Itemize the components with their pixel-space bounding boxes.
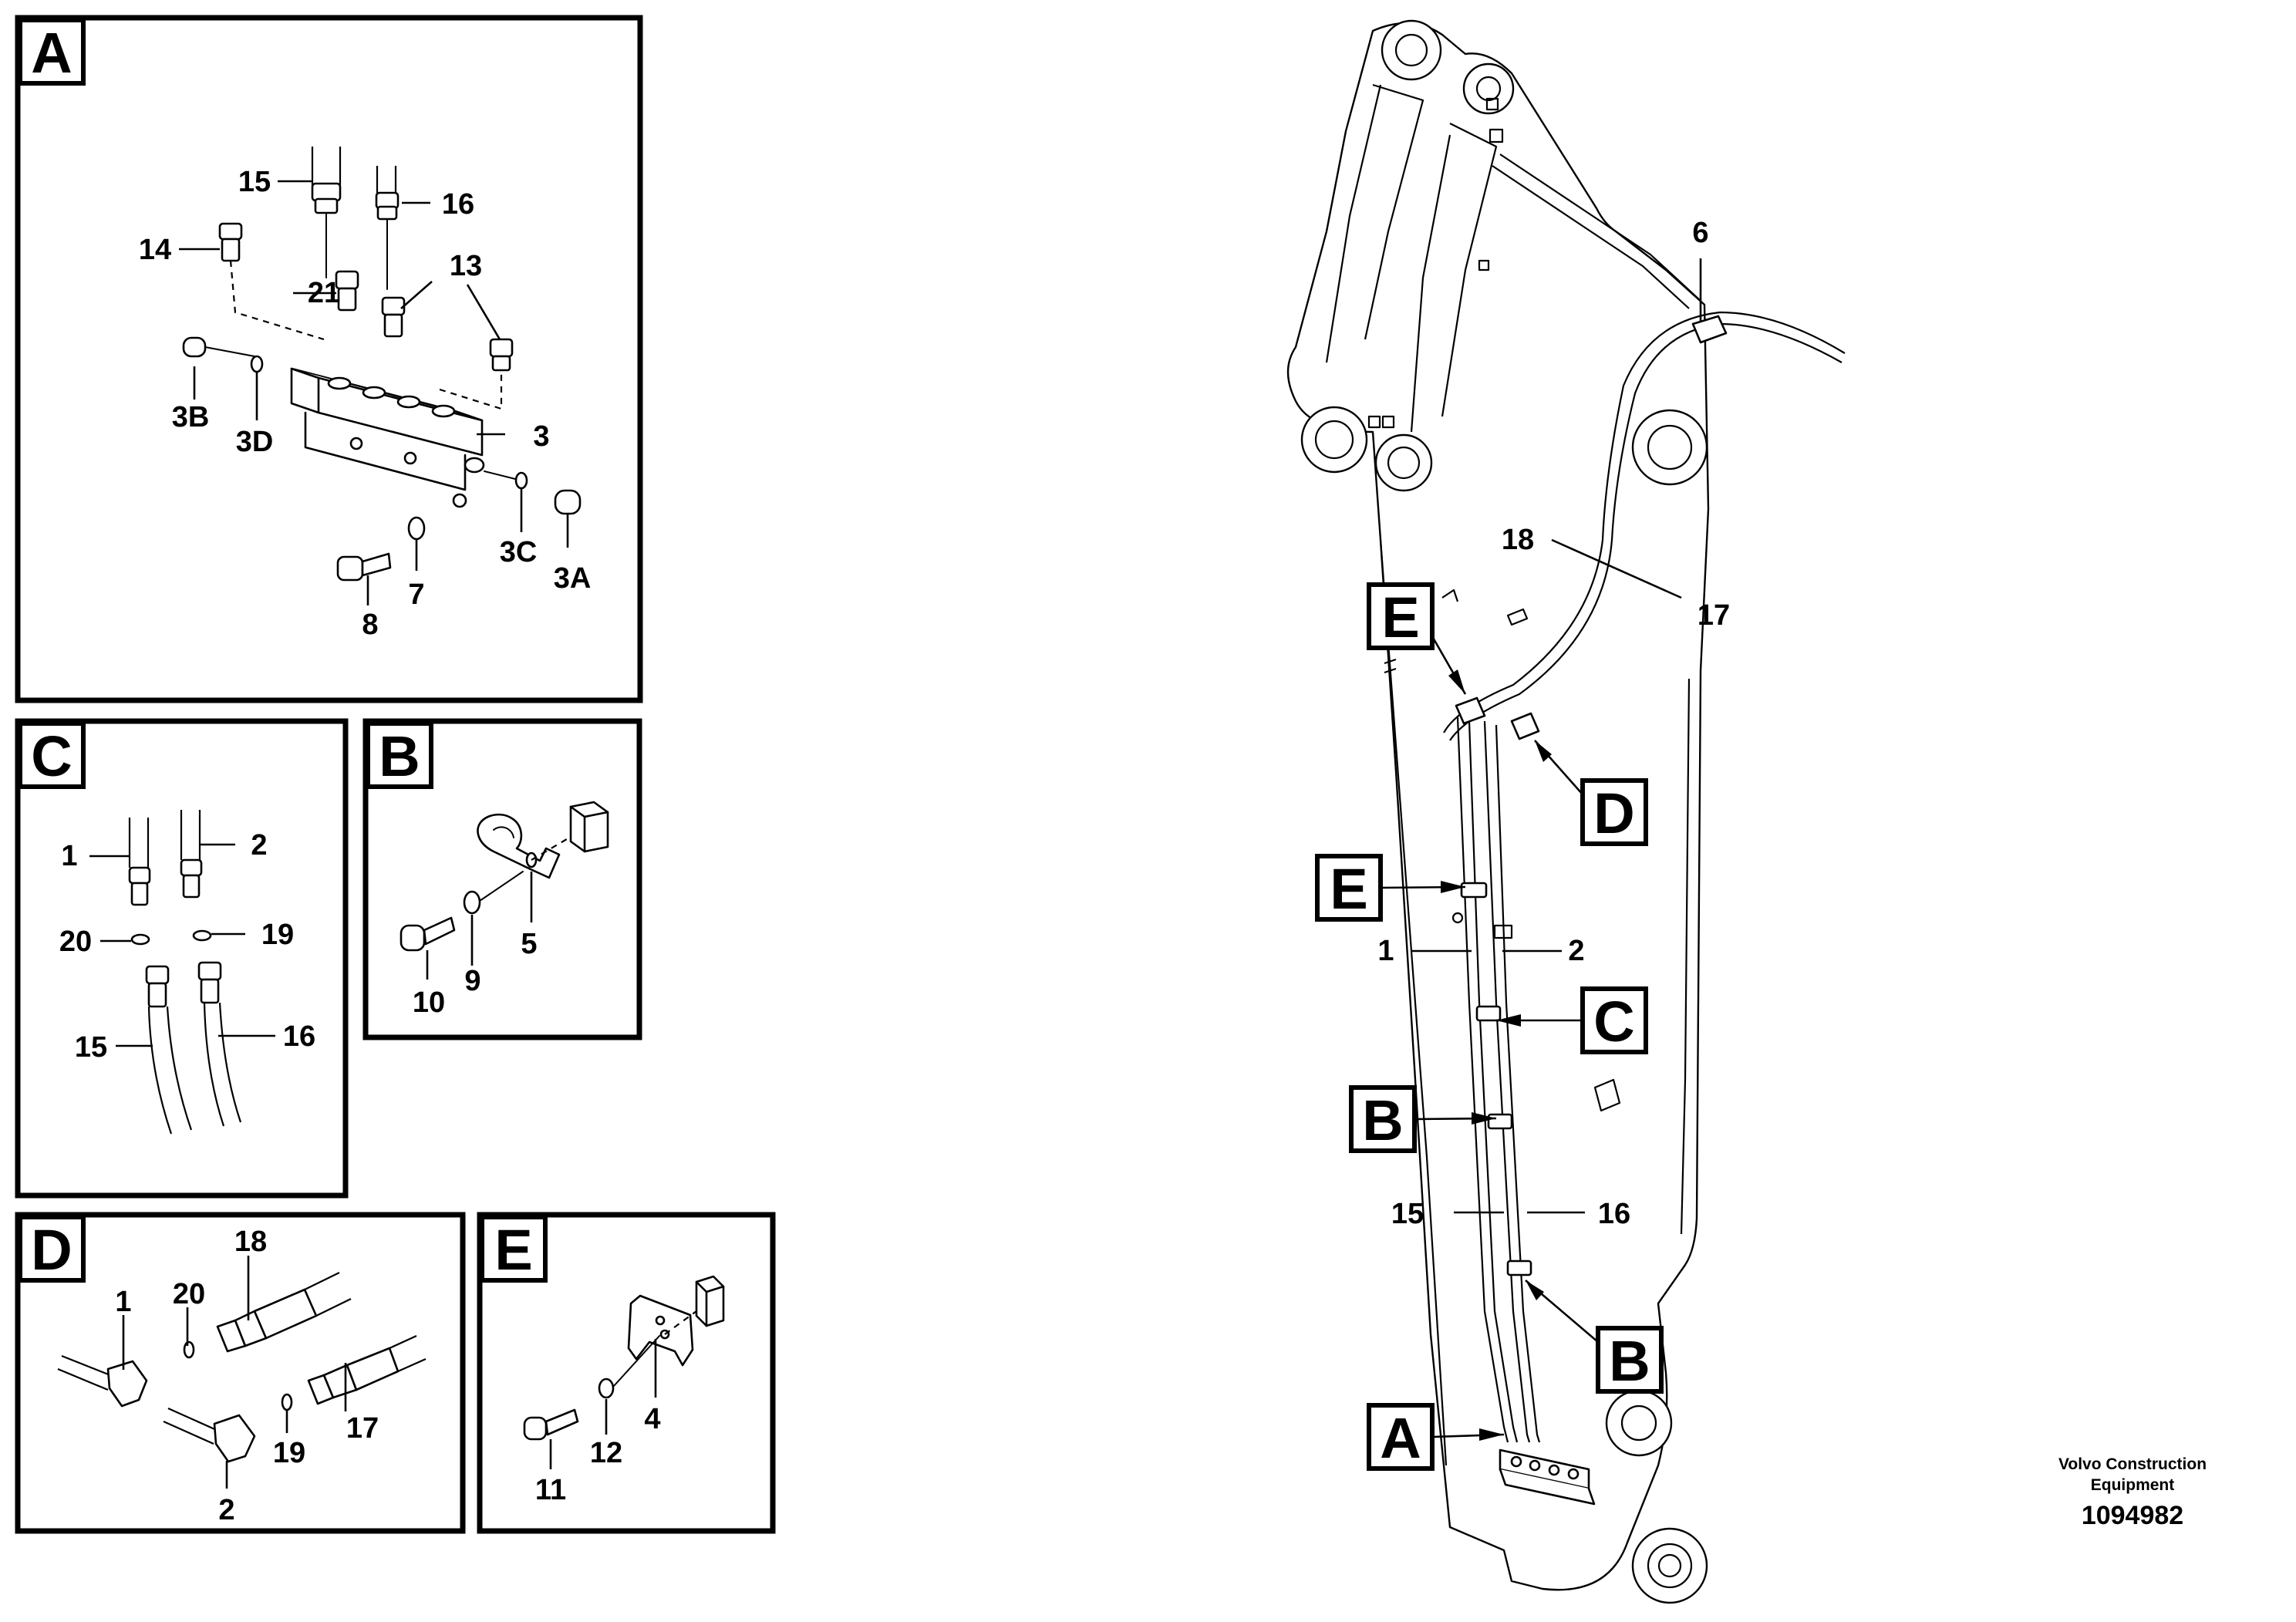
panel-c-letter: C (31, 724, 72, 788)
label-17: 17 (1698, 599, 1730, 632)
label-15: 15 (75, 1031, 107, 1064)
callout-c: C (1593, 990, 1634, 1054)
label-17: 17 (346, 1412, 379, 1445)
callout-a: A (1380, 1406, 1421, 1470)
label-6: 6 (1692, 217, 1708, 249)
label-1: 1 (115, 1286, 131, 1318)
label-16: 16 (1598, 1198, 1630, 1230)
label-15: 15 (238, 166, 271, 198)
label-14: 14 (139, 234, 171, 266)
label-4: 4 (644, 1403, 660, 1435)
label-9: 9 (464, 965, 480, 997)
panel-b-letter: B (379, 724, 420, 788)
label-20: 20 (59, 926, 92, 958)
label-19: 19 (261, 919, 294, 951)
label-13: 13 (450, 250, 482, 282)
panel-e: E 4 12 11 (477, 1212, 776, 1534)
label-16: 16 (283, 1020, 315, 1053)
callout-e-top: E (1381, 585, 1419, 649)
boom-view: E D E C B B A 6 18 17 (1286, 19, 1846, 1604)
label-12: 12 (590, 1437, 622, 1469)
callout-e-mid: E (1330, 857, 1367, 921)
panel-c: C 1 2 20 19 15 16 (15, 718, 349, 1199)
panel-d: D 1 20 18 17 19 2 (15, 1212, 466, 1534)
callout-b-mid: B (1362, 1088, 1403, 1152)
label-16: 16 (442, 188, 474, 221)
label-1: 1 (1377, 935, 1394, 967)
drawing-number: 1094982 (2082, 1501, 2183, 1530)
label-20: 20 (173, 1278, 205, 1310)
label-2: 2 (1568, 935, 1584, 967)
label-2: 2 (218, 1494, 234, 1526)
panel-d-letter: D (31, 1218, 72, 1282)
label-3c: 3C (500, 536, 538, 568)
label-3: 3 (533, 420, 549, 453)
label-2: 2 (251, 829, 267, 862)
callout-b-low: B (1609, 1329, 1650, 1393)
panel-e-letter: E (494, 1218, 532, 1282)
label-18: 18 (1502, 524, 1534, 556)
label-21: 21 (308, 277, 340, 309)
label-10: 10 (413, 986, 445, 1019)
label-15: 15 (1391, 1198, 1424, 1230)
company-name-line2: Equipment (2091, 1476, 2175, 1494)
label-5: 5 (521, 928, 537, 960)
label-1: 1 (61, 840, 77, 872)
label-3a: 3A (554, 562, 592, 595)
panel-a-letter: A (31, 21, 72, 85)
label-3b: 3B (172, 401, 210, 433)
label-7: 7 (408, 578, 424, 611)
label-19: 19 (273, 1437, 305, 1469)
callout-d: D (1593, 781, 1634, 845)
company-name-line1: Volvo Construction (2058, 1455, 2207, 1473)
panel-a: A (15, 15, 643, 703)
footer: Volvo Construction Equipment 1094982 (2058, 1455, 2207, 1530)
panel-b: B 5 9 10 (362, 718, 642, 1040)
label-8: 8 (362, 609, 378, 641)
label-11: 11 (535, 1474, 566, 1506)
label-3d: 3D (236, 426, 274, 458)
label-18: 18 (234, 1226, 267, 1258)
